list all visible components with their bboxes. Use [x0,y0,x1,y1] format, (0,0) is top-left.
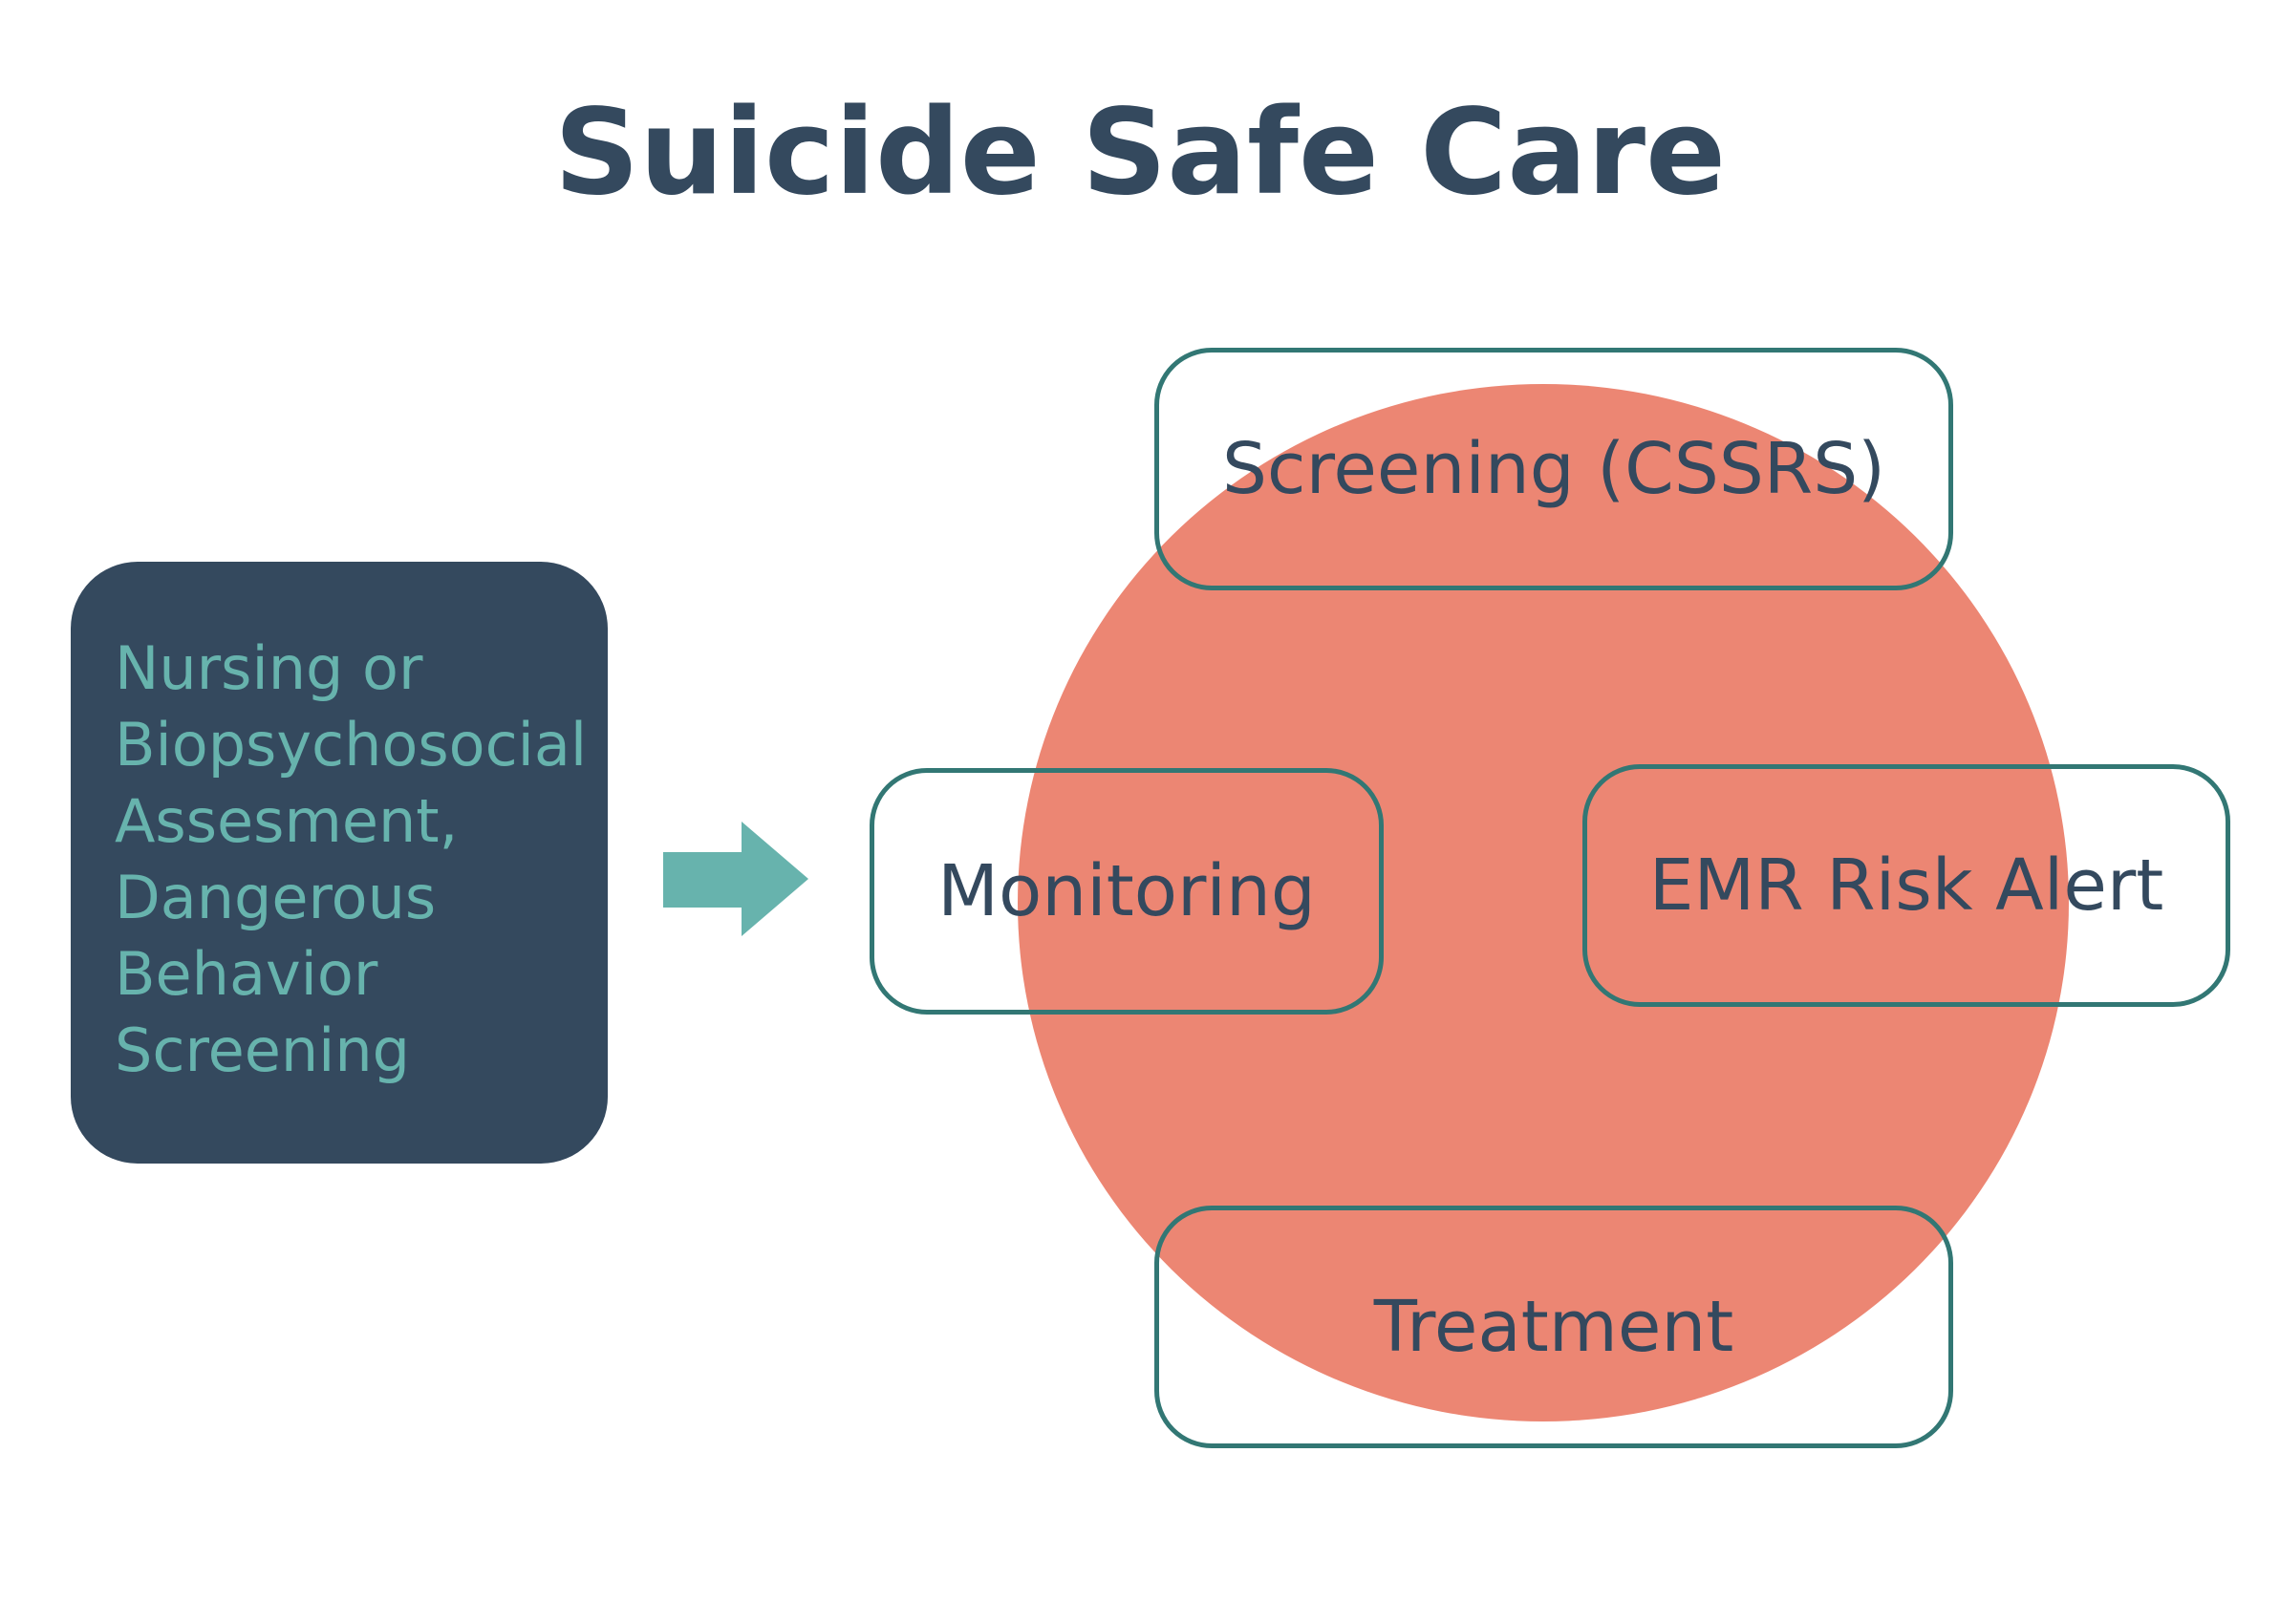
monitoring-node: Monitoring [870,768,1384,1015]
emr-risk-alert-label: EMR Risk Alert [1648,844,2164,927]
right-arrow-icon [663,822,808,936]
arrow-shape [663,822,808,936]
assessment-line: Biopsychosocial [115,710,588,780]
assessment-line: Dangerous [115,863,437,932]
treatment-label: Treatment [1373,1286,1734,1368]
emr-risk-alert-node: EMR Risk Alert [1582,764,2230,1007]
screening-node: Screening (CSSRS) [1154,348,1953,590]
page-title: Suicide Safe Care [553,84,1727,222]
assessment-line: Screening [115,1015,411,1085]
assessment-line: Behavior [115,939,378,1009]
monitoring-label: Monitoring [937,850,1316,932]
assessment-line: Assesment, [115,786,459,856]
assessment-box: Nursing or Biopsychosocial Assesment, Da… [71,562,608,1164]
treatment-node: Treatment [1154,1206,1953,1448]
assessment-line: Nursing or [115,633,423,703]
screening-label: Screening (CSSRS) [1221,428,1886,510]
